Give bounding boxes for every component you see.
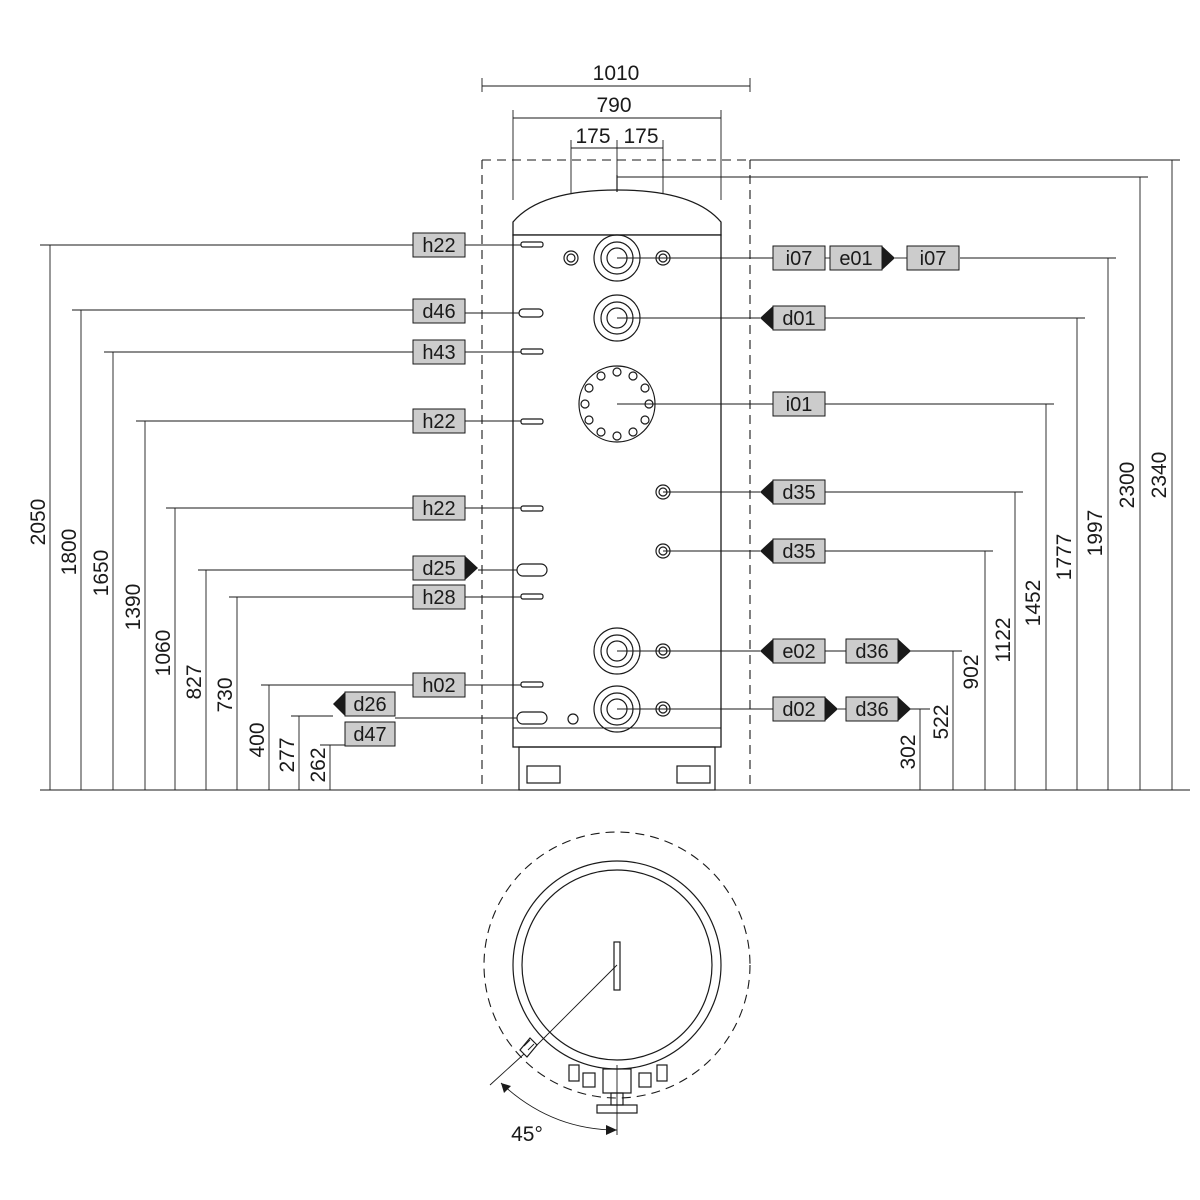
e01-arrow-icon: [882, 246, 895, 270]
plan-view: [483, 831, 751, 1135]
height-400: 400: [246, 722, 269, 757]
tag-d36-a: d36: [855, 641, 888, 663]
tag-d35-b: d35: [782, 541, 815, 563]
tag-i01: i01: [786, 394, 813, 416]
dim-offset-left: 175: [575, 125, 610, 148]
height-2300: 2300: [1116, 462, 1139, 509]
tag-h22-top: h22: [422, 235, 455, 257]
tag-e01: e01: [839, 248, 872, 270]
d35-b-arrow-icon: [760, 539, 773, 563]
height-302: 302: [897, 734, 920, 769]
tag-d47: d47: [353, 724, 386, 746]
tank-nozzles: [516, 234, 671, 733]
tag-h43: h43: [422, 342, 455, 364]
tag-d46: d46: [422, 301, 455, 323]
tag-h02: h02: [422, 675, 455, 697]
angle-label: 45°: [511, 1123, 543, 1146]
angle-arrow-start-icon: [501, 1083, 511, 1093]
d26-arrow-icon: [333, 692, 345, 716]
tag-i07-b: i07: [920, 248, 947, 270]
height-277: 277: [276, 737, 299, 772]
tag-d36-b: d36: [855, 699, 888, 721]
dim-outer-width: 1010: [593, 62, 640, 85]
d01-arrow-icon: [760, 306, 773, 330]
e02-arrow-icon: [760, 639, 773, 663]
height-1452: 1452: [1022, 580, 1045, 627]
tag-h28: h28: [422, 587, 455, 609]
d36-b-arrow-icon: [898, 697, 911, 721]
left-connection-tags: [333, 232, 478, 747]
right-connection-tags: [760, 245, 960, 722]
height-1060: 1060: [152, 630, 175, 677]
d35-a-arrow-icon: [760, 480, 773, 504]
tag-h22-mid: h22: [422, 411, 455, 433]
height-827: 827: [183, 664, 206, 699]
d02-arrow-icon: [825, 697, 838, 721]
tag-d02: d02: [782, 699, 815, 721]
height-1650: 1650: [90, 550, 113, 597]
height-1777: 1777: [1053, 534, 1076, 581]
right-height-dimension-lines: [617, 159, 1180, 790]
dim-offset-right: 175: [623, 125, 658, 148]
height-1800: 1800: [58, 529, 81, 576]
height-902: 902: [960, 654, 983, 689]
d25-arrow-icon: [465, 556, 478, 580]
tank-body: [512, 175, 722, 791]
height-522: 522: [930, 704, 953, 739]
dim-body-width: 790: [596, 94, 631, 117]
tag-d01: d01: [782, 308, 815, 330]
tag-d25: d25: [422, 558, 455, 580]
tag-i07-a: i07: [786, 248, 813, 270]
height-1390: 1390: [122, 584, 145, 631]
angle-arrow-end-icon: [606, 1125, 617, 1135]
height-2340: 2340: [1148, 452, 1171, 499]
left-height-dimension-lines: [40, 244, 1190, 791]
tag-h22-low: h22: [422, 498, 455, 520]
leader-lines: [395, 244, 773, 719]
d36-a-arrow-icon: [898, 639, 911, 663]
height-1122: 1122: [992, 617, 1015, 662]
tag-e02: e02: [782, 641, 815, 663]
height-2050: 2050: [27, 499, 50, 546]
height-730: 730: [214, 677, 237, 712]
height-1997: 1997: [1084, 510, 1107, 557]
height-262: 262: [307, 747, 330, 782]
tag-d35-a: d35: [782, 482, 815, 504]
tag-d26: d26: [353, 694, 386, 716]
